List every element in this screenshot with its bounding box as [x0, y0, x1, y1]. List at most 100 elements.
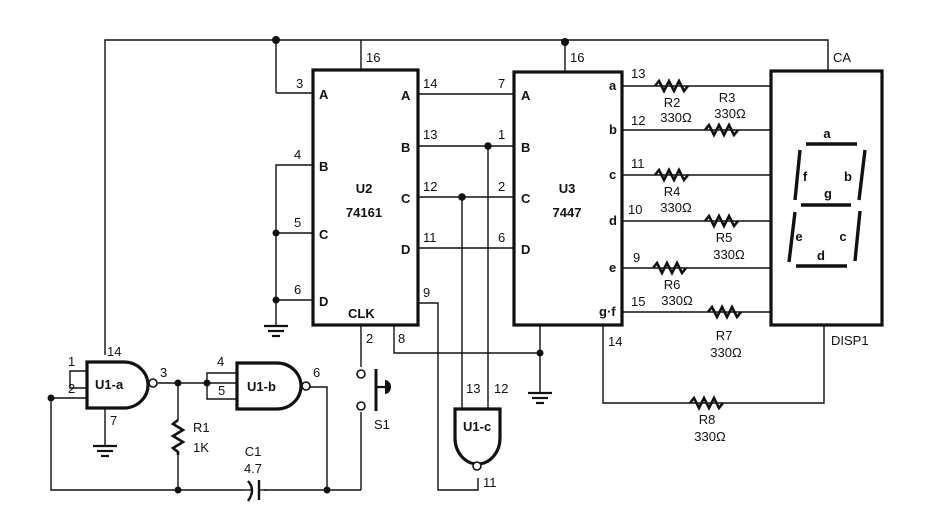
segment-label-d: d — [817, 248, 825, 263]
u2-out-b: B — [401, 140, 410, 155]
r2-value: 330Ω — [660, 110, 692, 125]
disp1-common-anode-label: CA — [833, 50, 851, 65]
pushbutton-s1[interactable]: S1 — [356, 369, 391, 432]
u2-clk-label: CLK — [348, 306, 375, 321]
segment-resistors: R2 330Ω R3 330Ω R4 330Ω R5 330Ω R6 330Ω … — [651, 78, 746, 444]
inverter-bubble — [472, 461, 482, 471]
segment-f — [793, 149, 802, 201]
r4-value: 330Ω — [660, 200, 692, 215]
push-button-icon — [385, 380, 391, 394]
junction-dot — [174, 379, 182, 387]
u3-pin-10: 10 — [628, 202, 642, 217]
u1b-ref: U1-b — [247, 379, 276, 394]
u1a-pin-3: 3 — [160, 365, 167, 380]
u2-out-d: D — [401, 242, 410, 257]
u3-out-gf: g·f — [599, 304, 616, 319]
disp1-body — [769, 69, 884, 327]
u1a-ref: U1-a — [95, 377, 124, 392]
u2-pin-11: 11 — [423, 230, 437, 245]
u3-pin-6: 6 — [498, 230, 505, 245]
nand-gate-u1b — [235, 361, 303, 411]
u3-pin-2: 2 — [498, 179, 505, 194]
segment-e — [787, 211, 797, 263]
ground-icon — [93, 444, 117, 458]
u3-pin-14: 14 — [608, 334, 622, 349]
nand-gate-u1a — [85, 360, 150, 410]
resistor-r6 — [651, 260, 688, 276]
r8-ref: R8 — [699, 412, 716, 427]
u1c-pin-12: 12 — [494, 381, 508, 396]
u3-out-b: b — [609, 122, 617, 137]
u1c-pin-11: 11 — [483, 475, 497, 490]
r7-ref: R7 — [716, 328, 733, 343]
r3-ref: R3 — [719, 90, 736, 105]
inverter-bubble — [148, 378, 158, 388]
junction-dot — [174, 486, 182, 494]
u2-counter-chip: U2 74161 16 A B C D 3 4 5 6 A B C D 14 1… — [294, 50, 437, 346]
resistor-r2 — [653, 78, 690, 94]
segment-label-b: b — [844, 169, 852, 184]
ground-symbols — [93, 324, 552, 458]
u1c-pin-13: 13 — [466, 381, 480, 396]
segment-label-f: f — [803, 169, 808, 184]
u3-in-d: D — [521, 242, 530, 257]
segment-label-a: a — [823, 126, 831, 141]
u3-pin-9: 9 — [633, 250, 640, 265]
u2-out-c: C — [401, 191, 411, 206]
u1b-pin-5: 5 — [218, 383, 225, 398]
wire-u1a-inputs — [69, 370, 87, 389]
u3-pin-15: 15 — [631, 294, 645, 309]
resistor-r5 — [703, 213, 740, 229]
junction-dot — [458, 193, 466, 201]
u3-out-e: e — [609, 260, 616, 275]
s1-ref: S1 — [374, 417, 390, 432]
r1-ref: R1 — [193, 420, 210, 435]
wire-u2-bcd-ground — [275, 164, 313, 325]
r4-ref: R4 — [664, 184, 681, 199]
u2-pin-12: 12 — [423, 179, 437, 194]
r8-value: 330Ω — [694, 429, 726, 444]
segment-label-g: g — [824, 186, 832, 201]
wire-r8-loop — [602, 325, 825, 404]
resistor-r3 — [703, 122, 740, 138]
u3-pin-1: 1 — [498, 127, 505, 142]
junctions — [47, 36, 569, 494]
u2-body — [311, 68, 420, 327]
u3-in-c: C — [521, 191, 531, 206]
u2-pin-8: 8 — [398, 331, 405, 346]
capacitor-c1-group: C1 4.7 — [244, 444, 266, 502]
u1c-ref: U1-c — [463, 419, 491, 434]
junction-dot — [561, 38, 569, 46]
junction-dot — [272, 296, 280, 304]
u3-in-b: B — [521, 140, 530, 155]
u3-in-a: A — [521, 88, 531, 103]
u2-ref: U2 — [356, 181, 373, 196]
u3-ref: U3 — [559, 181, 576, 196]
u3-part: 7447 — [553, 205, 582, 220]
segment-label-c: c — [839, 229, 846, 244]
disp1-ref: DISP1 — [831, 333, 869, 348]
u2-vcc-pin: 16 — [366, 50, 380, 65]
u2-pin-6: 6 — [294, 282, 301, 297]
wire-clear — [418, 302, 479, 491]
switch-contact-top — [356, 369, 366, 379]
u1b-pin-6: 6 — [313, 365, 320, 380]
segment-b — [857, 149, 867, 201]
junction-dot — [536, 349, 544, 357]
resistor-r4 — [653, 167, 690, 183]
u2-in-c: C — [319, 227, 329, 242]
u3-body — [512, 70, 624, 327]
vcc-rail — [104, 39, 829, 355]
wire-u1b-out — [310, 386, 328, 490]
junction-dot — [272, 36, 280, 44]
u2-pin-9: 9 — [423, 285, 430, 300]
u3-pin-12: 12 — [631, 113, 645, 128]
segment-label-e: e — [795, 229, 802, 244]
u1a-pin-2: 2 — [68, 381, 75, 396]
r5-value: 330Ω — [713, 247, 745, 262]
u3-out-d: d — [609, 213, 617, 228]
junction-dot — [484, 142, 492, 150]
u2-in-a: A — [319, 87, 329, 102]
u2-pin-14: 14 — [423, 76, 437, 91]
